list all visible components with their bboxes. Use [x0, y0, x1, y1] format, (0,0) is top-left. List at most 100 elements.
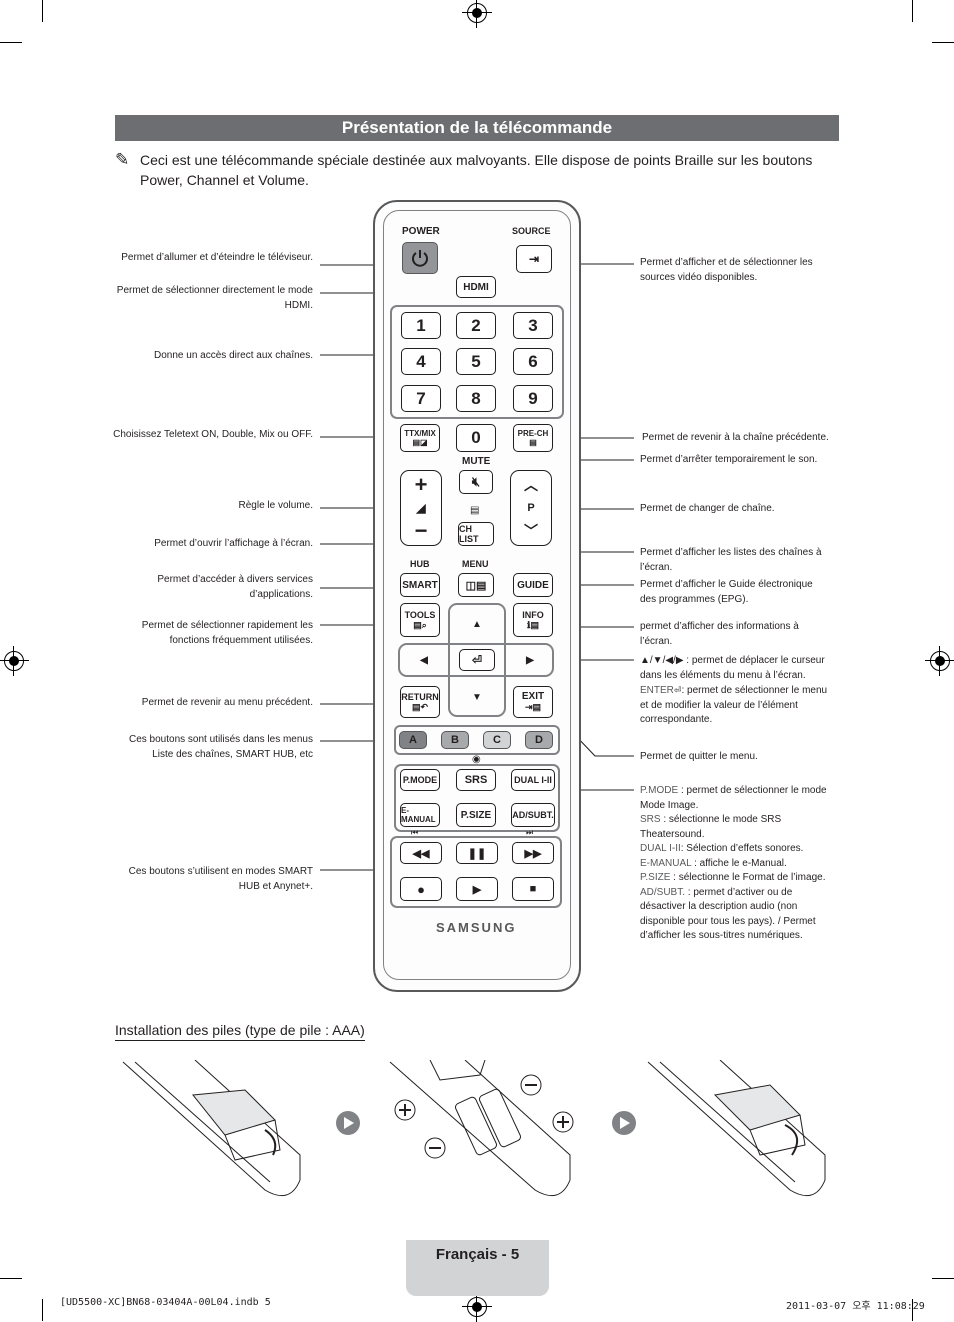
channel-up-icon[interactable]: ︿ — [524, 476, 538, 493]
left-arrow-button[interactable]: ◀ — [402, 646, 446, 674]
return-label: RETURN — [401, 691, 439, 702]
remote-faceplate — [383, 210, 571, 980]
note-source: Permet d’afficher et de sélectionner les… — [640, 257, 813, 283]
enter-button[interactable]: ⏎ — [459, 649, 495, 671]
exit-label: EXIT — [521, 691, 545, 702]
print-date-info: 2011-03-07 오후 11:08:29 — [786, 1301, 925, 1312]
rewind-button[interactable]: ◀◀ — [400, 842, 442, 864]
color-a-button[interactable]: A — [399, 731, 427, 749]
crop-mark — [932, 1278, 954, 1279]
digit-1-button[interactable]: 1 — [401, 312, 441, 339]
p-mode-button[interactable]: P.MODE — [400, 769, 440, 791]
note-text: : permet de sélectionner le menu et de m… — [640, 685, 828, 725]
e-manual-button[interactable]: E-MANUAL — [400, 803, 440, 827]
mute-button[interactable]: 🔇︎ — [459, 470, 493, 494]
digit-8-button[interactable]: 8 — [456, 385, 496, 412]
ttx-mix-button[interactable]: TTX/MIX▤◪ — [400, 424, 440, 452]
fast-forward-icon: ▶▶ — [524, 847, 542, 860]
volume-rocker[interactable]: + ◢ − — [400, 470, 442, 546]
up-arrow-button[interactable]: ▲ — [452, 607, 502, 641]
digit-7-button[interactable]: 7 — [401, 385, 441, 412]
tools-icon: ▤⌕ — [413, 619, 427, 630]
record-button[interactable]: ● — [400, 877, 442, 901]
smart-hub-button[interactable]: SMART — [400, 573, 440, 597]
srs-button[interactable]: SRS — [456, 769, 496, 791]
digit-2-button[interactable]: 2 — [456, 312, 496, 339]
registration-mark-icon — [462, 1292, 492, 1322]
menu-label: MENU — [462, 559, 489, 569]
color-c-button[interactable]: C — [483, 731, 511, 749]
pre-ch-button[interactable]: PRE-CH▤ — [513, 424, 553, 452]
rewind-icon: ◀◀ — [412, 847, 430, 860]
guide-button[interactable]: GUIDE — [513, 573, 553, 597]
digit-6-button[interactable]: 6 — [513, 348, 553, 375]
dual-button[interactable]: DUAL I-II — [511, 769, 555, 791]
dpad-vertical — [448, 603, 506, 717]
color-b-button[interactable]: B — [441, 731, 469, 749]
down-arrow-button[interactable]: ▼ — [452, 680, 502, 714]
digit-4-button[interactable]: 4 — [401, 348, 441, 375]
crop-mark — [42, 1299, 43, 1321]
source-button[interactable]: ⇥ — [516, 245, 552, 273]
note-chlist: Permet d’afficher les listes des chaînes… — [640, 547, 822, 573]
power-button[interactable] — [402, 242, 438, 274]
picture-sound-group — [394, 764, 560, 832]
ch-list-button[interactable]: CH LIST — [458, 522, 494, 546]
volume-down-icon[interactable]: − — [414, 517, 428, 543]
note-text: Mode Image — [640, 799, 696, 811]
note-text: : permet d’activer ou de désactiver la d… — [640, 886, 816, 942]
note-hdmi: Permet de sélectionner directement le mo… — [116, 285, 313, 311]
menu-button[interactable]: ◫▤ — [458, 573, 494, 597]
pause-button[interactable]: ❚❚ — [456, 842, 498, 864]
ad-subt-button[interactable]: AD/SUBT. — [511, 803, 555, 827]
media-group — [390, 836, 562, 908]
note-key: SRS — [640, 814, 661, 825]
info-icon: ℹ▤ — [527, 619, 539, 630]
channel-rocker[interactable]: ︿ P ﹀ — [510, 470, 552, 546]
anynet-icon: ◉ — [472, 754, 481, 765]
hdmi-button[interactable]: HDMI — [456, 276, 496, 298]
color-d-button[interactable]: D — [525, 731, 553, 749]
note-text: ▲/▼/◀/▶ : permet de déplacer le curseur … — [640, 655, 825, 681]
return-button[interactable]: RETURN▤↶ — [400, 686, 440, 718]
volume-up-icon[interactable]: + — [414, 472, 428, 498]
note-text: SRS Theatersound — [640, 814, 782, 840]
note-text: . — [310, 880, 313, 892]
volume-level-icon: ◢ — [416, 500, 426, 515]
next-step-arrow-icon — [336, 1111, 360, 1135]
power-icon — [412, 250, 428, 267]
note-key: P.MODE — [640, 785, 679, 796]
fast-forward-button[interactable]: ▶▶ — [512, 842, 554, 864]
dpad-horizontal — [398, 643, 554, 677]
channel-down-icon[interactable]: ﹀ — [524, 523, 538, 540]
note-text: SMART HUB — [235, 748, 295, 760]
enter-icon: ⏎ — [673, 685, 682, 695]
note-channel: Permet de changer de chaîne. — [640, 503, 775, 514]
note-menu: Permet d’ouvrir l’affichage à l’écran. — [154, 538, 313, 549]
stop-button[interactable]: ■ — [512, 877, 554, 901]
digit-5-button[interactable]: 5 — [456, 348, 496, 375]
play-button[interactable]: ▶ — [456, 877, 498, 901]
note-volume: Règle le volume. — [238, 500, 313, 511]
right-arrow-button[interactable]: ▶ — [508, 646, 552, 674]
p-size-button[interactable]: P.SIZE — [456, 803, 496, 827]
note-numbers: Donne un accès direct aux chaînes. — [154, 350, 313, 361]
digit-9-button[interactable]: 9 — [513, 385, 553, 412]
note-text: : sélectionne le — [670, 872, 743, 883]
tools-button[interactable]: TOOLS▤⌕ — [400, 603, 440, 637]
pause-icon: ❚❚ — [467, 847, 487, 860]
next-step-arrow-icon — [612, 1111, 636, 1135]
print-file-info: [UD5500-XC]BN68-03404A-00L04.indb 5 — [60, 1297, 271, 1308]
digit-3-button[interactable]: 3 — [513, 312, 553, 339]
hub-label: HUB — [410, 559, 430, 569]
teletext-icon: ▤◪ — [412, 438, 428, 447]
digit-0-button[interactable]: 0 — [456, 424, 496, 452]
note-key: AD/SUBT. — [640, 886, 686, 898]
exit-button[interactable]: EXIT⇥▤ — [513, 686, 553, 718]
note-key: ENTER — [640, 685, 674, 696]
note-media: Ces boutons s’utilisent en modes SMART H… — [103, 865, 313, 894]
mute-label: MUTE — [462, 456, 491, 467]
down-arrow-icon: ▼ — [472, 691, 482, 703]
intro-text: Ceci est une télécommande spéciale desti… — [140, 152, 813, 188]
